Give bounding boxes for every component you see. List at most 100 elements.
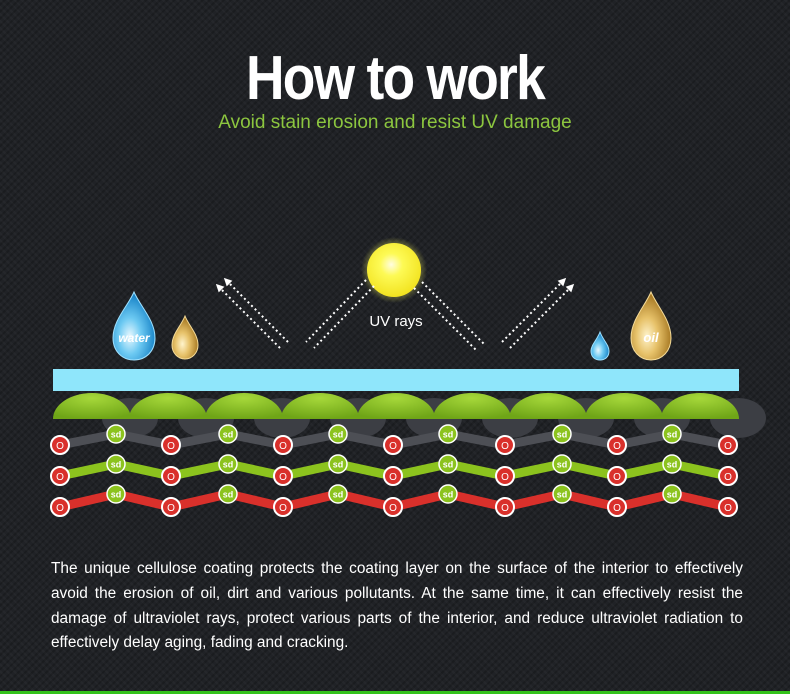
oxygen-label: O bbox=[724, 441, 732, 452]
sd-node: sd bbox=[552, 454, 572, 474]
sd-node: sd bbox=[106, 454, 126, 474]
oxygen-node: O bbox=[383, 435, 403, 455]
oxygen-label: O bbox=[613, 503, 621, 514]
sd-label: sd bbox=[557, 460, 568, 470]
sd-label: sd bbox=[223, 460, 234, 470]
oxygen-node: O bbox=[50, 497, 70, 517]
oxygen-label: O bbox=[724, 472, 732, 483]
reflected-arrow-right bbox=[501, 277, 575, 349]
oxygen-node: O bbox=[495, 497, 515, 517]
oxygen-node: O bbox=[495, 435, 515, 455]
oil-drop-small-icon bbox=[171, 314, 199, 360]
dome bbox=[129, 393, 207, 419]
water-drop-small-icon bbox=[590, 330, 610, 361]
water-drop-label: water bbox=[118, 331, 151, 345]
oxygen-node: O bbox=[718, 435, 738, 455]
water-drop-icon: water bbox=[112, 290, 156, 361]
dome bbox=[661, 393, 739, 419]
sd-node: sd bbox=[328, 454, 348, 474]
oxygen-label: O bbox=[56, 441, 64, 452]
oxygen-node: O bbox=[495, 466, 515, 486]
sd-node: sd bbox=[552, 424, 572, 444]
oxygen-node: O bbox=[273, 466, 293, 486]
oxygen-node: O bbox=[273, 497, 293, 517]
oxygen-label: O bbox=[501, 472, 509, 483]
oxygen-node: O bbox=[161, 466, 181, 486]
oil-drop-icon: oil bbox=[630, 290, 672, 361]
uv-ray-incoming-left bbox=[305, 279, 375, 349]
reflected-arrow-left bbox=[215, 277, 289, 349]
sd-node: sd bbox=[438, 484, 458, 504]
dome bbox=[53, 393, 131, 419]
oxygen-label: O bbox=[389, 441, 397, 452]
oxygen-label: O bbox=[167, 503, 175, 514]
sd-node: sd bbox=[552, 484, 572, 504]
oxygen-label: O bbox=[56, 503, 64, 514]
dome bbox=[281, 393, 359, 419]
dome bbox=[509, 393, 587, 419]
surface-domes bbox=[53, 393, 766, 438]
oxygen-label: O bbox=[613, 441, 621, 452]
oxygen-label: O bbox=[167, 441, 175, 452]
oxygen-node: O bbox=[161, 497, 181, 517]
description-text: The unique cellulose coating protects th… bbox=[51, 560, 743, 652]
bottom-accent-line bbox=[0, 691, 790, 694]
oxygen-node: O bbox=[607, 435, 627, 455]
oxygen-label: O bbox=[724, 503, 732, 514]
sd-label: sd bbox=[667, 460, 678, 470]
oxygen-node: O bbox=[383, 466, 403, 486]
sd-node: sd bbox=[328, 424, 348, 444]
page-title: How to work bbox=[245, 44, 546, 113]
sd-label: sd bbox=[223, 490, 234, 500]
oxygen-label: O bbox=[279, 503, 287, 514]
oxygen-label: O bbox=[389, 472, 397, 483]
oxygen-node: O bbox=[718, 466, 738, 486]
oxygen-node: O bbox=[50, 435, 70, 455]
dome bbox=[357, 393, 435, 419]
sd-label: sd bbox=[111, 430, 122, 440]
sd-label: sd bbox=[111, 460, 122, 470]
oxygen-label: O bbox=[279, 472, 287, 483]
sd-label: sd bbox=[443, 490, 454, 500]
dome bbox=[205, 393, 283, 419]
sd-label: sd bbox=[333, 490, 344, 500]
sd-label: sd bbox=[667, 490, 678, 500]
sd-label: sd bbox=[333, 460, 344, 470]
oxygen-label: O bbox=[501, 503, 509, 514]
sd-node: sd bbox=[218, 424, 238, 444]
sd-node: sd bbox=[106, 484, 126, 504]
sd-node: sd bbox=[662, 454, 682, 474]
sd-label: sd bbox=[557, 490, 568, 500]
dome bbox=[433, 393, 511, 419]
oil-drop-label: oil bbox=[643, 330, 659, 345]
sd-node: sd bbox=[218, 454, 238, 474]
sd-node: sd bbox=[438, 454, 458, 474]
sun-icon bbox=[361, 237, 427, 303]
molecule-chain-2: O O O O O O Osd sd sd sd sd sd bbox=[50, 454, 738, 486]
oxygen-label: O bbox=[501, 441, 509, 452]
oxygen-node: O bbox=[161, 435, 181, 455]
page-subtitle: Avoid stain erosion and resist UV damage bbox=[218, 112, 572, 133]
oxygen-node: O bbox=[718, 497, 738, 517]
oxygen-node: O bbox=[607, 497, 627, 517]
dome bbox=[585, 393, 663, 419]
uv-rays-label: UV rays bbox=[369, 313, 422, 330]
sd-node: sd bbox=[662, 424, 682, 444]
oxygen-label: O bbox=[167, 472, 175, 483]
oxygen-node: O bbox=[50, 466, 70, 486]
oxygen-node: O bbox=[383, 497, 403, 517]
oxygen-label: O bbox=[613, 472, 621, 483]
sd-label: sd bbox=[111, 490, 122, 500]
uv-ray-incoming-right bbox=[413, 281, 485, 351]
sd-label: sd bbox=[667, 430, 678, 440]
sd-node: sd bbox=[218, 484, 238, 504]
molecule-chain-3: O O O O O O Osd sd sd sd sd sd bbox=[50, 484, 738, 517]
sd-label: sd bbox=[223, 430, 234, 440]
sd-label: sd bbox=[557, 430, 568, 440]
sd-node: sd bbox=[328, 484, 348, 504]
oxygen-label: O bbox=[279, 441, 287, 452]
oxygen-label: O bbox=[56, 472, 64, 483]
